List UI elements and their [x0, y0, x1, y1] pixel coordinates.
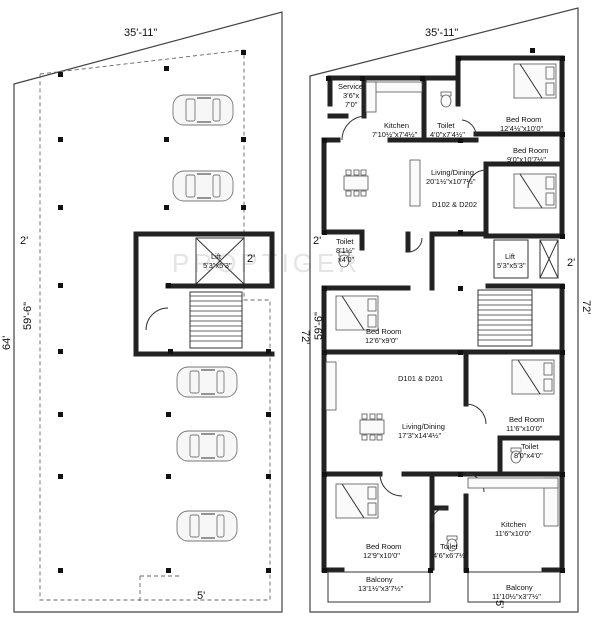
balcony-right — [467, 571, 561, 603]
bedroom-low-right-size: 11'6"x10'0" — [506, 424, 543, 433]
flat-code-lower: D101 & D201 — [398, 374, 443, 383]
bedroom-bottom-size: 12'9"x10'0" — [363, 551, 400, 560]
toilet-bottom-size: 4'6"x6'7½" — [433, 551, 468, 560]
right-overall-height-dimension-right: 72' — [580, 300, 592, 314]
toilet-top-size: 4'0"x7'4½" — [430, 130, 465, 139]
left-parking-plan — [13, 11, 283, 613]
right-inner-height-dimension: 59'-6" — [313, 312, 325, 340]
bedroom-bottom-label: Bed Room — [366, 542, 401, 551]
parked-cars — [172, 94, 238, 542]
left-overall-height-dimension: 64' — [1, 336, 13, 350]
bedroom-low-right-label: Bed Room — [509, 415, 544, 424]
bedroom-mid-size: 12'6"x9'0" — [365, 336, 398, 345]
kitchen-top-size: 7'10½"x7'4½" — [372, 130, 418, 139]
left-inner-height-dimension: 59'-6" — [22, 302, 34, 330]
left-front-setback-dimension: 5' — [197, 590, 205, 602]
bedroom-top1-label: Bed Room — [506, 115, 541, 124]
toilet-mid-label: Toilet — [336, 237, 354, 246]
right-top-dimension: 35'-11" — [425, 27, 458, 39]
car-3 — [176, 366, 238, 398]
car-5 — [176, 510, 238, 542]
left-plot-boundary — [13, 11, 283, 613]
left-setback-dimension-right: 2' — [247, 253, 255, 265]
right-front-setback-dimension: 5' — [493, 600, 505, 608]
right-setback-dimension-left: 2' — [313, 235, 321, 247]
car-1 — [172, 94, 234, 126]
left-staircase — [189, 291, 243, 349]
toilet-low-right-label: Toilet — [521, 442, 539, 451]
balcony-right-size: 11'10½"x3'7½" — [492, 592, 541, 601]
car-2 — [172, 170, 234, 202]
service-room-label: Service — [338, 82, 363, 91]
right-overall-height-dimension-left: 72' — [299, 330, 311, 344]
left-lift-size: 5'3"x5'3" — [203, 261, 232, 270]
toilet-low-right-size: 8'0"x4'0" — [514, 451, 543, 460]
living-dining-top-size: 20'1½"x10'7½" — [426, 177, 476, 186]
toilet-mid-size-line1: 8'1½" — [336, 246, 355, 255]
flat-code-upper: D102 & D202 — [432, 200, 477, 209]
toilet-top-label: Toilet — [437, 121, 455, 130]
kitchen-top-label: Kitchen — [384, 121, 409, 130]
right-columns — [322, 48, 565, 573]
right-setback-dimension-right: 2' — [567, 257, 575, 269]
living-dining-top-label: Living/Dining — [431, 168, 474, 177]
right-lift-shaft — [493, 239, 529, 279]
right-lift-label: Lift — [505, 252, 516, 261]
bedroom-mid-label: Bed Room — [366, 327, 401, 336]
toilet-bottom-label: Toilet — [440, 542, 458, 551]
car-4 — [176, 430, 238, 462]
service-room-size-line2: 7'0" — [345, 100, 358, 109]
bedroom-top1-size: 12'4½"x10'0" — [500, 124, 544, 133]
balcony-left-label: Balcony — [366, 575, 393, 584]
right-floor-plan — [309, 7, 579, 613]
balcony-right-label: Balcony — [506, 583, 533, 592]
right-staircase — [477, 289, 533, 347]
left-setback-dimension-left: 2' — [20, 235, 28, 247]
balcony-left-size: 13'1½"x3'7½" — [358, 584, 404, 593]
watermark-text: PROPTIGER — [172, 248, 361, 278]
left-columns — [58, 50, 271, 573]
toilet-mid-size-line2: x4'0" — [338, 255, 355, 264]
left-lift-label: Lift — [211, 252, 222, 261]
bedroom-top2-size: 9'0"x10'7½" — [507, 155, 546, 164]
left-top-dimension: 35'-11" — [124, 27, 157, 39]
service-room-size-line1: 3'6"x — [343, 91, 359, 100]
living-dining-low-size: 17'3"x14'4½" — [398, 431, 442, 440]
kitchen-bottom-size: 11'6"x10'0" — [495, 529, 532, 538]
right-plot-boundary — [309, 7, 579, 613]
balcony-left — [327, 571, 431, 603]
kitchen-bottom-label: Kitchen — [501, 520, 526, 529]
living-dining-low-label: Living/Dining — [402, 422, 445, 431]
right-lift-size: 5'3"x5'3" — [497, 261, 526, 270]
bedroom-top2-label: Bed Room — [513, 146, 548, 155]
